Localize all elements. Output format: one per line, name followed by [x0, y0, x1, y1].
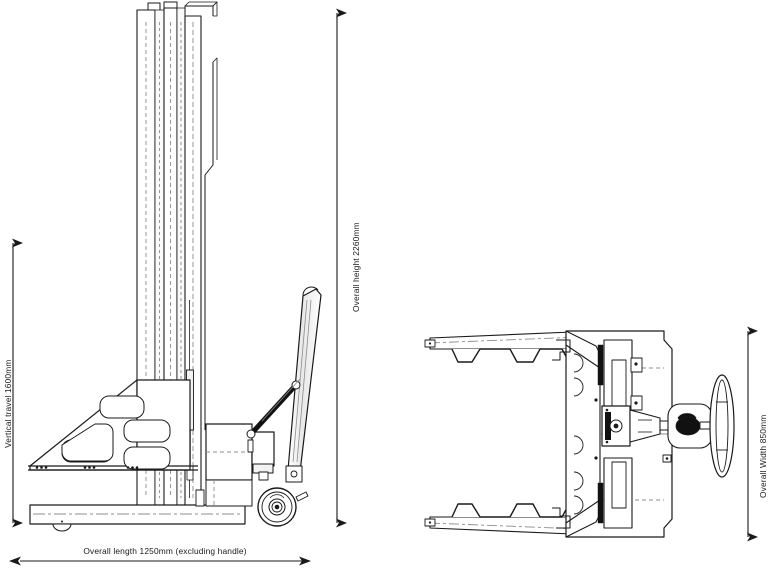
dimension-overall-length-label: Overall length 1250mm (excluding handle): [83, 546, 246, 556]
dimension-overall-width: Overall Width 850mm: [747, 326, 768, 542]
side-elevation-view: [28, 1, 322, 532]
plan-view: [424, 330, 735, 538]
tiller-pivot-plan: [601, 374, 735, 478]
dimension-overall-length: Overall length 1250mm (excluding handle): [9, 546, 311, 566]
dimension-overall-height: Overall height 2260mm: [336, 8, 361, 528]
chassis-power-pack: [205, 423, 275, 507]
tiller-handle: [246, 286, 322, 483]
load-backrest-carriage: [28, 379, 198, 471]
dimension-vertical-travel: Vertical travel 1600mm: [3, 238, 23, 528]
dimension-vertical-travel-label: Vertical travel 1600mm: [3, 360, 13, 448]
dimension-overall-width-label: Overall Width 850mm: [758, 415, 768, 498]
dimension-overall-height-label: Overall height 2260mm: [351, 222, 361, 312]
drive-wheel: [257, 487, 309, 527]
